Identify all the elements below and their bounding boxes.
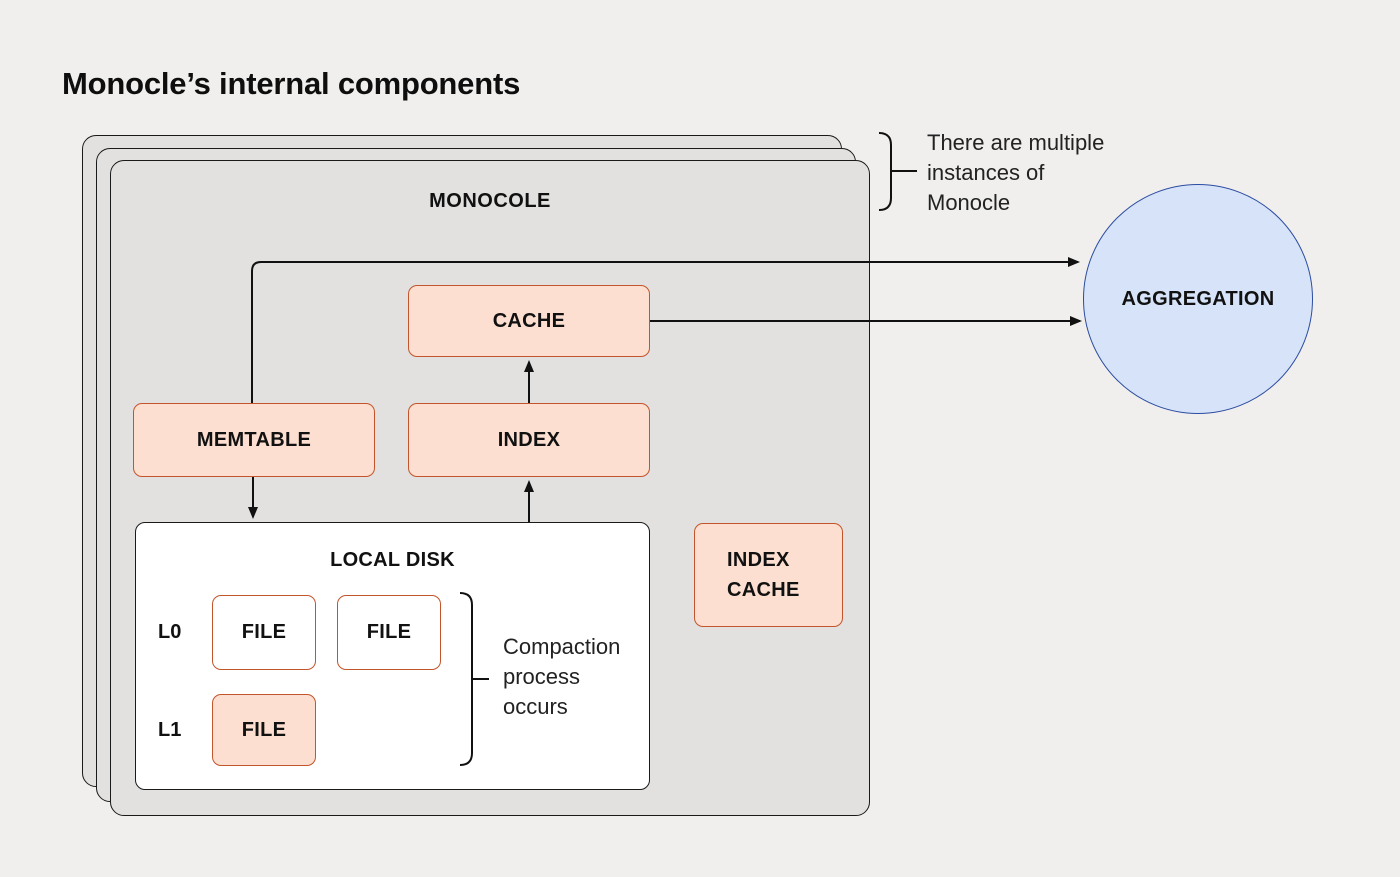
file-box-l0-1: FILE [212,595,316,670]
page-title: Monocle’s internal components [62,66,521,101]
aggregation-label: AGGREGATION [1121,287,1275,310]
aggregation-circle: AGGREGATION [1083,184,1313,414]
index-cache-label-line1: INDEX [727,549,790,571]
index-box: INDEX [408,403,650,477]
file-label: FILE [241,621,287,643]
file-label: FILE [241,718,287,741]
memtable-box: MEMTABLE [133,403,375,477]
annotation-compaction-process: Compaction process occurs [503,632,620,722]
annotation-line: process [503,664,581,689]
annotation-line: There are multiple [927,130,1105,155]
file-box-l1-1: FILE [212,694,316,766]
annotation-line: occurs [503,694,568,719]
level-l0-label: L0 [158,621,182,643]
monocole-container-label: MONOCOLE [429,190,551,212]
level-l1-label: L1 [158,718,182,741]
cache-label: CACHE [492,309,566,332]
annotation-line: Compaction [503,634,621,659]
instances-bracket [878,132,917,211]
memtable-label: MEMTABLE [196,428,312,451]
local-disk-title: LOCAL DISK [330,549,455,571]
annotation-multiple-instances: There are multiple instances of Monocle [927,128,1104,218]
index-cache-label-line2: CACHE [727,579,800,601]
index-label: INDEX [497,428,561,451]
file-box-l0-2: FILE [337,595,441,670]
annotation-line: Monocle [927,190,1011,215]
annotation-line: instances of [927,160,1045,185]
index-cache-box: INDEX CACHE [694,523,843,627]
cache-box: CACHE [408,285,650,357]
file-label: FILE [366,621,412,643]
local-disk-box: LOCAL DISK L0 FILE FILE L1 FILE [135,522,650,790]
